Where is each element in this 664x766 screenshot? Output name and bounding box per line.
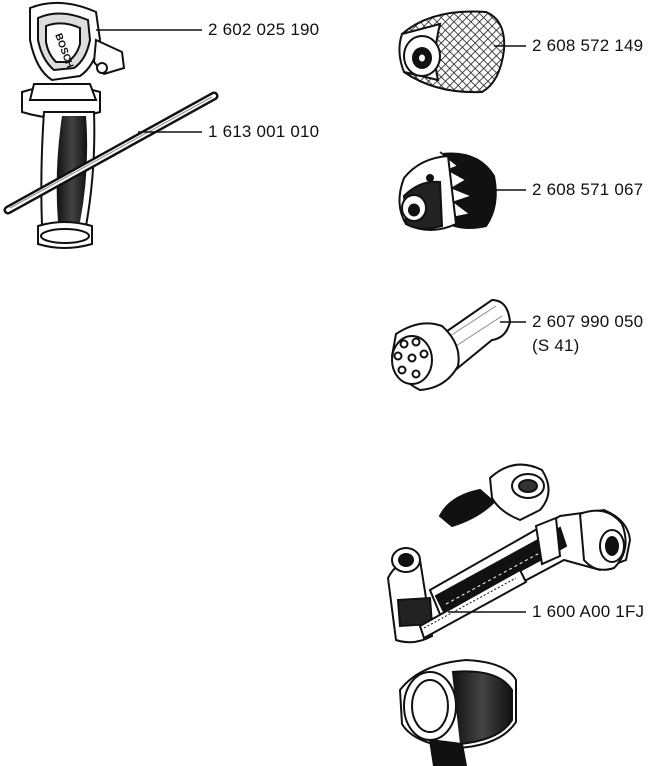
- part-number-adapter: 2 607 990 050: [532, 312, 644, 331]
- chuck-adapter-icon: [390, 298, 512, 392]
- side-handle-icon: BOSCH: [21, 1, 126, 249]
- part-note-adapter: (S 41): [532, 336, 580, 355]
- leader-lines: [96, 29, 526, 613]
- part-number-handle: 2 602 025 190: [208, 20, 320, 39]
- part-number-key-chuck: 2 608 571 067: [532, 180, 644, 199]
- depth-stop-rod-icon: [3, 91, 219, 215]
- part-number-depth-stop: 1 613 001 010: [208, 122, 320, 141]
- keyless-chuck-icon: [398, 10, 506, 94]
- part-number-dust-extraction: 1 600 A00 1FJ: [532, 602, 645, 621]
- key-type-chuck-icon: [398, 151, 497, 231]
- dust-extraction-attachment-icon: [386, 463, 632, 766]
- part-number-quick-chuck: 2 608 572 149: [532, 36, 644, 55]
